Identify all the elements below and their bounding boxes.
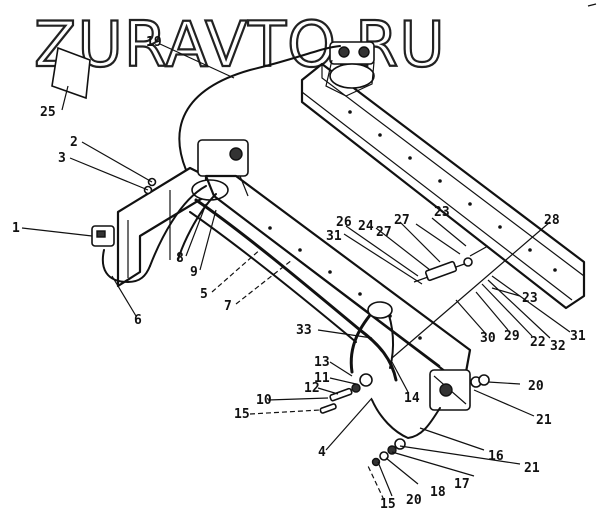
rod-part-28 (391, 221, 551, 359)
callout-24: 24 (358, 219, 374, 234)
callout-16: 16 (488, 449, 504, 464)
callouts: 1 2 3 4 5 6 7 8 9 10 11 12 13 14 15 15 1… (12, 35, 586, 512)
callout-22: 22 (530, 335, 546, 350)
callout-2: 2 (70, 135, 78, 150)
callout-5: 5 (200, 287, 208, 302)
callout-32: 32 (550, 339, 566, 354)
callout-33: 33 (296, 323, 312, 338)
callout-19: 19 (146, 35, 162, 50)
callout-14: 14 (404, 391, 420, 406)
callout-26: 26 (336, 215, 352, 230)
actuator-assembly (413, 245, 489, 283)
callout-21b: 21 (524, 461, 540, 476)
callout-20b: 20 (406, 493, 422, 508)
callout-23b: 23 (522, 291, 538, 306)
hose-part-19 (178, 45, 341, 171)
hose-part-5 (189, 211, 357, 343)
callout-6: 6 (134, 313, 142, 328)
fitting-cluster-left (319, 373, 373, 414)
callout-18: 18 (430, 485, 446, 500)
watermark: ZURAVTO.RU (34, 8, 446, 81)
callout-9: 9 (190, 265, 198, 280)
callout-7: 7 (224, 299, 232, 314)
callout-15a: 15 (234, 407, 250, 422)
hose-part-16 (371, 399, 441, 440)
callout-28: 28 (544, 213, 560, 228)
callout-11: 11 (314, 371, 330, 386)
switch-part-1 (91, 225, 115, 247)
rear-valve-assembly (325, 41, 375, 97)
callout-25: 25 (40, 105, 56, 120)
fitting-cluster-lower (371, 438, 406, 467)
callout-3: 3 (58, 151, 66, 166)
callout-20a: 20 (528, 379, 544, 394)
hose-part-6 (101, 249, 151, 284)
callout-8: 8 (176, 251, 184, 266)
washer-part-20a (478, 374, 490, 386)
callout-12: 12 (304, 381, 320, 396)
callout-30: 30 (480, 331, 496, 346)
callout-23a: 23 (434, 205, 450, 220)
leader-lines (21, 43, 571, 501)
callout-27a: 27 (394, 213, 410, 228)
callout-27b: 27 (376, 225, 392, 240)
hose-part-9 (177, 193, 217, 261)
callout-10: 10 (256, 393, 272, 408)
callout-31b: 31 (570, 329, 586, 344)
plate-part-25 (51, 46, 91, 100)
callout-4: 4 (318, 445, 326, 460)
callout-1: 1 (12, 221, 20, 236)
callout-29: 29 (504, 329, 520, 344)
callout-13: 13 (314, 355, 330, 370)
callout-31a: 31 (326, 229, 342, 244)
corner-mark (587, 3, 597, 7)
hose-part-7 (194, 198, 398, 382)
hose-clamp (367, 301, 393, 319)
callout-17: 17 (454, 477, 470, 492)
hose-part-8 (149, 185, 207, 267)
callout-21a: 21 (536, 413, 552, 428)
right-frame-rail (300, 62, 586, 310)
front-valve-assembly (191, 139, 249, 201)
callout-15b: 15 (380, 497, 396, 512)
lower-chamber-assembly (429, 369, 482, 411)
